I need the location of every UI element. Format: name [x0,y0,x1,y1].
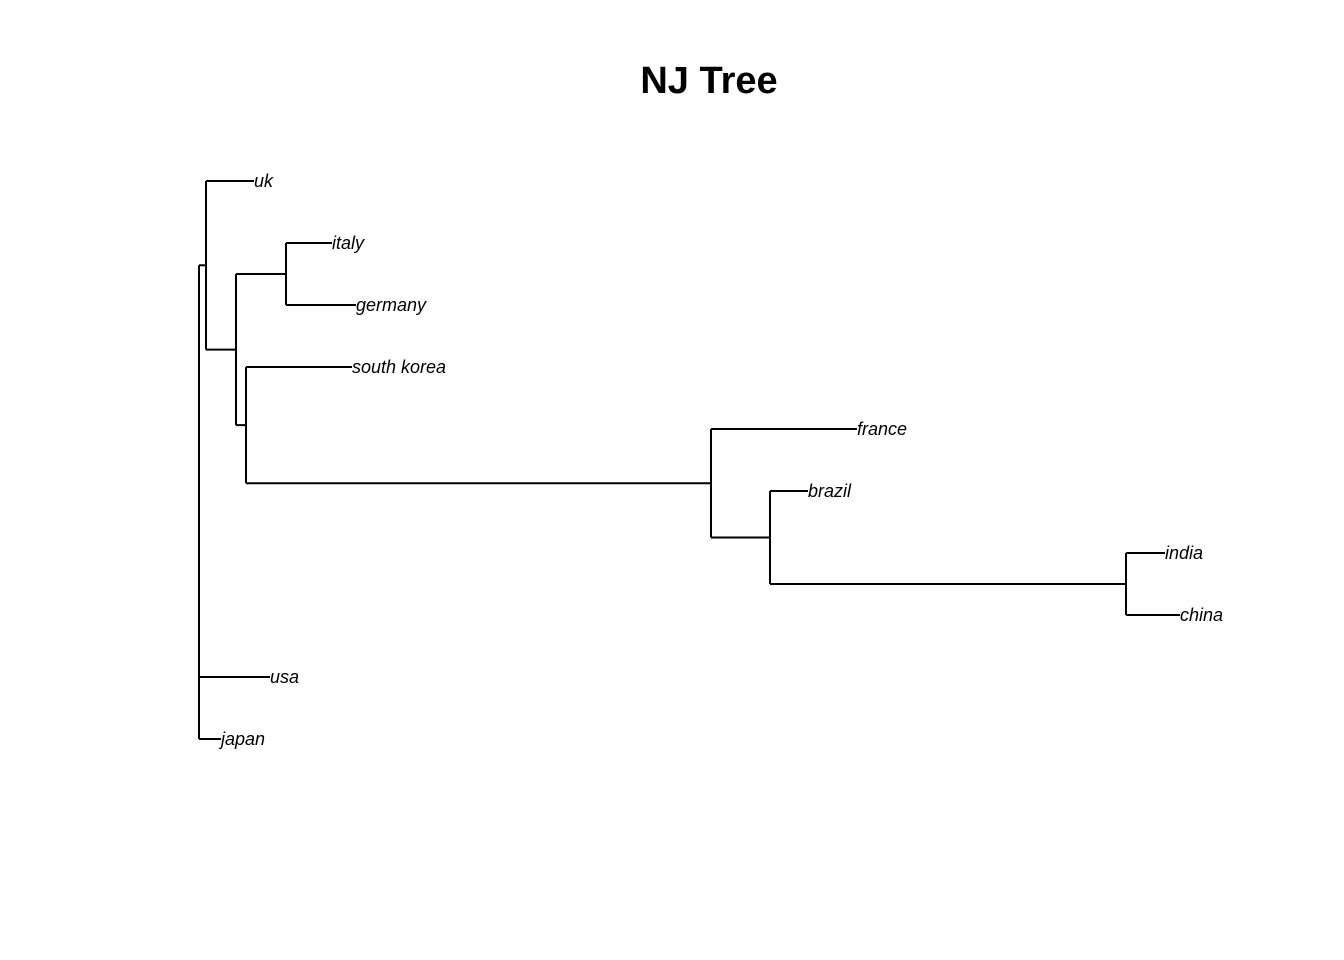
tree-branches [198,180,1180,740]
tip-label-germany: germany [356,295,427,315]
tree-tip-labels: usa japan uk italy germany south korea france b… [218,171,1223,749]
tip-label-south-korea: south korea [352,357,446,377]
tip-label-india: india [1165,543,1203,563]
tip-label-china: china [1180,605,1223,625]
tip-label-japan: japan [218,729,265,749]
tip-label-brazil: brazil [808,481,852,501]
tip-label-uk: uk [254,171,274,191]
tree-title: NJ Tree [640,60,777,102]
tip-label-usa: usa [270,667,299,687]
tip-label-france: france [857,419,907,439]
tip-label-italy: italy [332,233,365,253]
